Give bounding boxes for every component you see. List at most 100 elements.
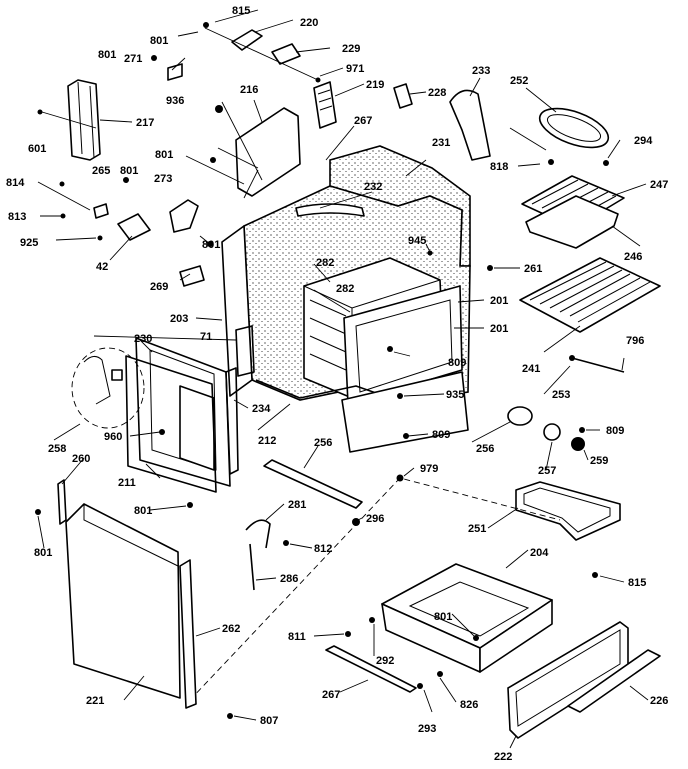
callout-801: 801 — [434, 611, 452, 623]
plate-271 — [167, 63, 183, 81]
callout-256: 256 — [476, 443, 494, 455]
callout-294: 294 — [634, 135, 653, 147]
callout-71: 71 — [200, 331, 212, 343]
callout-226: 226 — [650, 695, 668, 707]
callout-826: 826 — [460, 699, 478, 711]
callout-971: 971 — [346, 63, 364, 75]
callout-labels: 815 220 801 801 229 271 971 936 216 219 … — [6, 5, 668, 763]
callout-601: 601 — [28, 143, 46, 155]
callout-267: 267 — [322, 689, 340, 701]
callout-228: 228 — [428, 87, 446, 99]
callout-269: 269 — [150, 281, 168, 293]
callout-286: 286 — [280, 573, 298, 585]
side-frame-203 — [221, 225, 253, 397]
callout-282: 282 — [316, 257, 334, 269]
panel-lower — [341, 371, 469, 453]
callout-271: 271 — [124, 53, 142, 65]
callout-936: 936 — [166, 95, 184, 107]
sensor-253 — [571, 357, 625, 373]
callout-809: 809 — [432, 429, 450, 441]
callout-241: 241 — [522, 363, 540, 375]
callout-925: 925 — [20, 237, 38, 249]
callout-201: 201 — [490, 323, 508, 335]
bracket-220 — [231, 29, 263, 51]
callout-256: 256 — [314, 437, 332, 449]
callout-296: 296 — [366, 513, 384, 525]
callout-211: 211 — [118, 477, 136, 489]
callout-815: 815 — [232, 5, 250, 17]
callout-809: 809 — [448, 357, 466, 369]
door-frame-211 — [125, 355, 217, 493]
callout-960: 960 — [104, 431, 122, 443]
bracket-273 — [169, 199, 199, 233]
vent-219 — [313, 81, 337, 129]
callout-233: 233 — [472, 65, 490, 77]
oven-frame-201 — [343, 285, 463, 405]
callout-262: 262 — [222, 623, 240, 635]
callout-259: 259 — [590, 455, 608, 467]
part-281 — [245, 519, 271, 549]
callout-811: 811 — [288, 631, 306, 643]
callout-253: 253 — [552, 389, 570, 401]
callout-801: 801 — [202, 239, 220, 251]
bar-256 — [263, 459, 363, 509]
callout-219: 219 — [366, 79, 384, 91]
callout-257: 257 — [538, 465, 556, 477]
callout-232: 232 — [364, 181, 382, 193]
callout-203: 203 — [170, 313, 188, 325]
callout-796: 796 — [626, 335, 644, 347]
callout-246: 246 — [624, 251, 642, 263]
callout-801: 801 — [155, 149, 173, 161]
bulb-259 — [571, 437, 585, 451]
side-bracket-217 — [67, 79, 101, 161]
callout-813: 813 — [8, 211, 26, 223]
callout-801: 801 — [150, 35, 168, 47]
door-glass — [179, 385, 215, 471]
hinge-detail-258 — [71, 347, 145, 429]
panel-216 — [235, 107, 301, 197]
callout-801: 801 — [34, 547, 52, 559]
callout-809: 809 — [606, 425, 624, 437]
callout-234: 234 — [252, 403, 271, 415]
callout-216: 216 — [240, 84, 258, 96]
callout-812: 812 — [314, 543, 332, 555]
rack-241 — [519, 257, 661, 333]
callout-293: 293 — [418, 723, 436, 735]
bake-element-251 — [515, 481, 621, 541]
callout-261: 261 — [524, 263, 542, 275]
kick-strip-226 — [567, 649, 661, 713]
callout-945: 945 — [408, 235, 426, 247]
trim-234 — [225, 367, 239, 475]
callout-292: 292 — [376, 655, 394, 667]
callout-212: 212 — [258, 435, 276, 447]
bracket-269 — [179, 265, 205, 287]
rail-267 — [325, 645, 417, 693]
callout-818: 818 — [490, 161, 508, 173]
callout-252: 252 — [510, 75, 528, 87]
hinge-260 — [57, 479, 67, 525]
callout-267: 267 — [354, 115, 372, 127]
callout-217: 217 — [136, 117, 154, 129]
callout-814: 814 — [6, 177, 25, 189]
callout-260: 260 — [72, 453, 90, 465]
callout-807: 807 — [260, 715, 278, 727]
parts-layer — [35, 9, 661, 749]
callout-204: 204 — [530, 547, 549, 559]
callout-229: 229 — [342, 43, 360, 55]
wrapper-232 — [295, 203, 365, 217]
callout-282: 282 — [336, 283, 354, 295]
callout-801: 801 — [98, 49, 116, 61]
callout-42: 42 — [96, 261, 108, 273]
element-252 — [538, 107, 610, 149]
callout-979: 979 — [420, 463, 438, 475]
callout-220: 220 — [300, 17, 318, 29]
callout-801: 801 — [134, 505, 152, 517]
callout-801: 801 — [120, 165, 138, 177]
plate-228 — [393, 83, 413, 109]
broil-pan-246 — [525, 195, 619, 249]
bracket-229 — [271, 43, 301, 65]
thermostat-256 — [507, 406, 533, 426]
callout-231: 231 — [432, 137, 450, 149]
callout-247: 247 — [650, 179, 668, 191]
